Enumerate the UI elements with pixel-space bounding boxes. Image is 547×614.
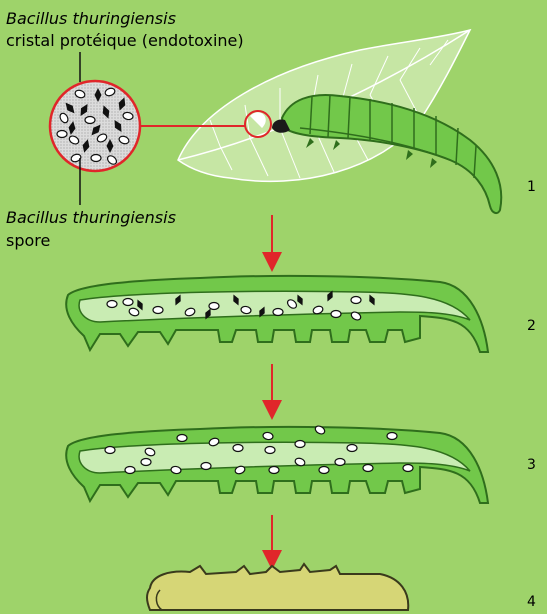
spore-icon	[201, 463, 211, 470]
spore-icon	[209, 303, 219, 310]
spore-icon	[153, 307, 163, 314]
spore-icon	[107, 301, 117, 308]
stage-number-4: 4	[527, 594, 536, 610]
caterpillar-stage-2	[66, 276, 488, 352]
spore-icon	[105, 447, 115, 454]
stage-number-2: 2	[527, 318, 536, 334]
spore-icon	[233, 445, 243, 452]
spore-icon	[85, 117, 95, 124]
spore-icon	[141, 459, 151, 466]
spore-icon	[331, 311, 341, 318]
spore-icon	[269, 467, 279, 474]
spore-icon	[125, 467, 135, 474]
caterpillar-stage-3	[66, 424, 488, 503]
spore-icon	[295, 441, 305, 448]
spore-icon	[319, 467, 329, 474]
stage-number-3: 3	[527, 457, 536, 473]
spore-icon	[403, 465, 413, 472]
label-spore: spore	[6, 231, 50, 251]
spore-icon	[363, 465, 373, 472]
spore-icon	[351, 297, 361, 304]
magnified-bacteria-view	[50, 81, 140, 171]
stage-number-1: 1	[527, 179, 536, 195]
label-organism-top: Bacillus thuringiensis	[6, 9, 176, 29]
spore-icon	[177, 435, 187, 442]
spore-icon	[91, 155, 101, 162]
spore-icon	[57, 131, 67, 138]
spore-icon	[335, 459, 345, 466]
dead-larva-stage-4	[147, 564, 408, 610]
spore-icon	[265, 447, 275, 454]
spore-icon	[387, 433, 397, 440]
spore-icon	[347, 445, 357, 452]
label-crystal: cristal protéique (endotoxine)	[6, 31, 244, 51]
spore-icon	[273, 309, 283, 316]
spore-icon	[123, 299, 133, 306]
label-organism-bottom: Bacillus thuringiensis	[6, 208, 176, 228]
